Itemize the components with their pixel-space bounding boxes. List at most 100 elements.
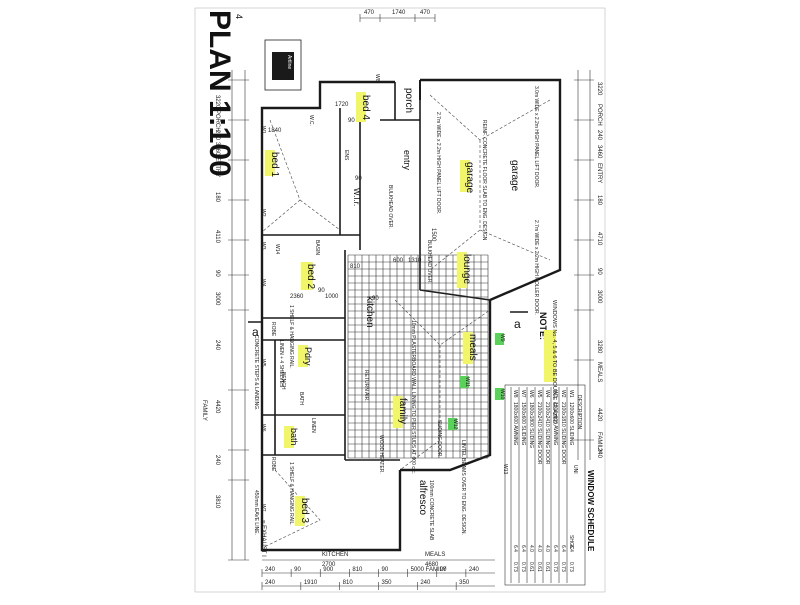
window-tag-label: W7 [260,504,266,512]
bottom-dimension-label: 900 [323,567,334,573]
note-body: WINDOWS No. 4, 5 & 6 TO BE DOUBLE GLAZED… [551,300,557,426]
bath-highlight [284,426,294,448]
bottom-dimension-label: 1910 [304,580,318,586]
dim-bottom-label-2: MEALS [425,552,445,558]
schedule-cell: 6.4 [520,545,526,552]
room-wir: W.I.r. [352,188,361,206]
note-garage-door-top-2: 3.0m WIDE x 2.2m HIGH PANEL LIFT DOOR. [533,86,539,188]
bottom-dimension-label: 240 [265,580,276,586]
dim-top-0: 470 [364,10,375,16]
dim-bottom-label-3: 4680 [425,562,439,568]
dim-bottom-label-1: 2700 [322,562,336,568]
window-tag-label: W13 [502,464,508,475]
interior-dimensions: 1720 1840 2360 90 1000 600 1310 810 1500… [268,102,436,302]
window-tag: W2 [260,209,266,217]
schedule-cell: W7 [520,390,526,398]
room-bed3: bed 3 [299,498,310,523]
dim-interior-6: 1310 [408,258,422,264]
dim-top-2: 470 [420,10,431,16]
schedule-cell: 0.73 [560,562,566,572]
dim-right-3: 3460 [596,145,602,159]
dim-left-1: 240 [214,130,220,141]
section-mark-left: a [252,325,259,339]
room-lounge: lounge [461,254,472,284]
dim-right-0: 3220 [596,82,602,96]
dim-left-4: 4110 [214,230,220,244]
room-robe-1: ROBE [270,322,276,337]
plan-notes: 2.7m WIDE x 2.2m HIGH PANEL LIFT DOOR. 3… [253,86,539,541]
bottom-dimension-label: 240 [265,567,276,573]
window-tag: W7 [260,504,266,512]
window-tag: W3 [260,242,266,250]
dim-interior-1: 1840 [268,128,282,134]
schedule-column-header: SHGC [568,535,574,550]
schedule-cell: 0.61 [528,562,534,572]
room-labels: bed 4 porch entry bed 1 W.I.r. garage ga… [265,88,520,526]
family-highlight [393,396,403,428]
room-bed4: bed 4 [360,95,371,120]
schedule-cell: W2 [560,390,566,398]
dim-right-4: ENTRY [596,163,602,183]
window-tag-label: W12 [452,419,458,430]
note-lintel-over: LINTEL BEAMS OVER TO ENG. DESIGN. [460,440,466,535]
note-alfresco-slab: 100mm CONCRETE SLAB [428,480,434,541]
schedule-cell: 6.4 [560,545,566,552]
schedule-cell: W6 [528,390,534,398]
outer-walls [260,78,562,552]
room-ens: ENS [343,150,349,161]
dim-interior-4: 1000 [325,294,339,300]
schedule-cell: 0.73 [568,562,574,572]
room-bench: BENCH [280,372,286,390]
room-bath-small: BATH [298,392,304,405]
room-wc: W.C. [308,115,314,126]
plan-scale-number: 4 [234,14,244,19]
room-meals: meals [467,334,478,361]
schedule-cell: 4.0 [536,545,542,552]
bed1-highlight [265,150,275,176]
title-block-logo: Artline [264,39,302,91]
window-tag-label: W6 [260,424,266,432]
dim-left-3: 180 [214,192,220,203]
room-family: family [397,398,408,424]
schedule-cell: W8 [512,390,518,398]
bottom-dimension-label: 90 [294,567,301,573]
window-tag-label: W3 [260,242,266,250]
window-tag-label: W10 [499,389,505,400]
dim-right-2: 240 [596,130,602,141]
dim-right-7: 90 [596,268,602,275]
window-tag: W11 [460,376,470,388]
note-heading: NOTE: [538,312,548,340]
dim-left-5: 90 [214,270,220,277]
schedule-cell: 1800x600 AWNING [552,402,558,446]
bottom-dimension-label: 810 [343,580,354,586]
bed4-highlight [356,92,366,122]
dim-interior-11: 90 [372,296,379,302]
dim-bottom-label-0: KITCHEN [322,552,348,558]
schedule-cell: 4.0 [528,545,534,552]
schedule-cell: 6.4 [552,545,558,552]
window-tag: W14 [274,244,280,255]
note-sliding-door: SLIDING DOOR. [436,420,442,458]
dim-interior-2: 2360 [290,294,304,300]
section-mark-right: a [514,317,521,331]
note-shelf-1: 1 SHELF & HANGING RAIL. [288,305,294,369]
dim-right-13: 240 [596,448,602,459]
bed3-highlight [295,496,305,526]
dim-right-8: 3000 [596,290,602,304]
note-garage-floor: REINF. CONCRETE FLOOR SLAB TO ENG. DESIG… [481,120,487,241]
left-dimension-strip: 3220 PORCH 240 3460 ENTRY 180 4110 90 30… [201,70,249,561]
note-shelf-2: 1 SHELF & HANGING RAIL. [288,462,294,526]
schedule-cell: 4.0 [544,545,550,552]
note-bulkhead-2: BULKHEAD OVER. [387,185,393,229]
schedule-cell: 2100x2410 SLIDING DOOR [544,402,550,465]
window-tag: W6 [260,424,266,432]
dim-right-9: 3280 [596,340,602,354]
bottom-dimension-label: 240 [420,580,431,586]
schedule-cell: 0.61 [536,562,542,572]
schedule-cell: W3 [552,390,558,398]
room-garage-right: garage [509,160,520,192]
window-tag-label: W11 [464,377,470,387]
